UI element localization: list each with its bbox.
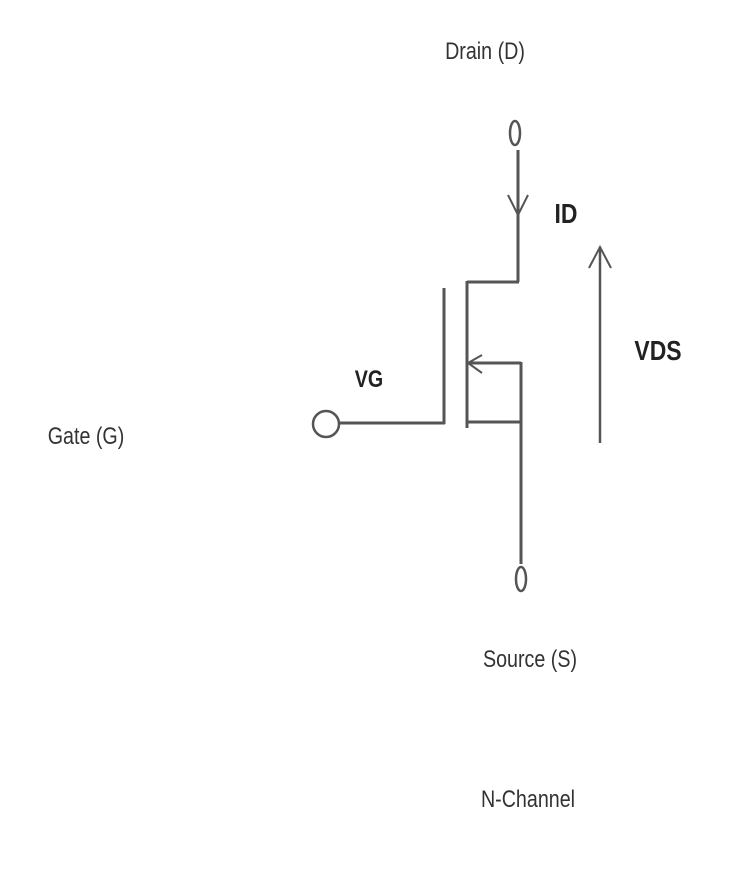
vg-label: VG	[354, 366, 384, 393]
vds-arrow-head	[588, 244, 612, 269]
source-terminal	[514, 565, 528, 593]
id-label: ID	[554, 198, 578, 229]
source-label: Source (S)	[482, 646, 578, 673]
gate-label: Gate (G)	[47, 423, 125, 450]
body-arrow-head	[466, 354, 483, 374]
vds-label: VDS	[634, 335, 682, 366]
channel-type-label: N-Channel	[480, 786, 576, 813]
id-arrow-head	[507, 194, 529, 218]
drain-label: Drain (D)	[445, 38, 525, 65]
drain-terminal	[508, 119, 522, 147]
gate-terminal	[311, 409, 341, 439]
